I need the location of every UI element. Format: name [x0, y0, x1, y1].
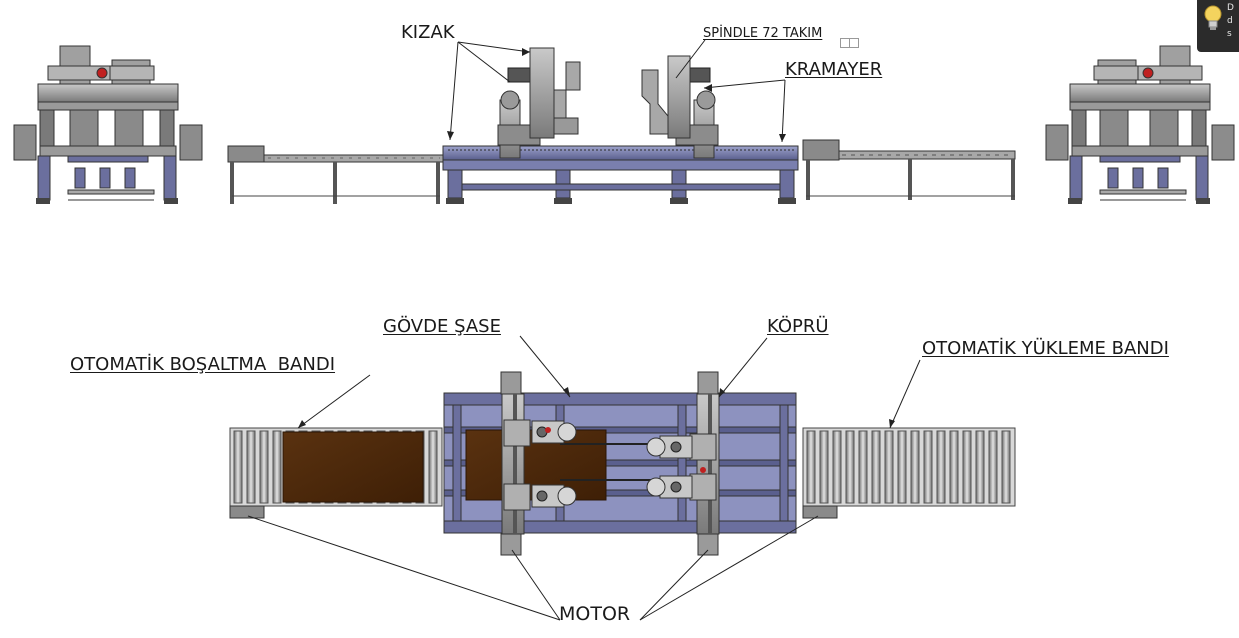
conveyor-roller [272, 430, 282, 504]
conveyor-roller [806, 430, 816, 504]
conveyor-roller [832, 430, 842, 504]
label-govde-sase: GÖVDE ŞASE [383, 316, 501, 337]
side-view [227, 47, 1016, 204]
label-spindle: SPİNDLE 72 TAKIM [703, 26, 823, 41]
label-kizak: KIZAK [401, 22, 455, 43]
conveyor-roller [936, 430, 946, 504]
lightbulb-icon [1204, 5, 1222, 30]
conveyor-roller [819, 430, 829, 504]
left-bridge [500, 371, 577, 556]
conveyor-roller [259, 430, 269, 504]
notification-popup[interactable]: D d s [1197, 0, 1239, 52]
right-bridge [646, 371, 720, 556]
unloading-conveyor [229, 427, 443, 519]
main-frame-top [443, 392, 797, 534]
conveyor-roller [428, 430, 438, 504]
loading-conveyor [802, 427, 1016, 519]
conveyor-roller [1001, 430, 1011, 504]
conveyor-roller [233, 430, 243, 504]
conveyor-roller [897, 430, 907, 504]
conveyor-roller [884, 430, 894, 504]
conveyor-roller [845, 430, 855, 504]
label-yukleme-bandi: OTOMATİK YÜKLEME BANDI [922, 338, 1169, 359]
conveyor-roller [988, 430, 998, 504]
leader-lines [247, 39, 921, 621]
label-kramayer: KRAMAYER [785, 59, 883, 80]
conveyor-roller [923, 430, 933, 504]
conveyor-roller [975, 430, 985, 504]
conveyor-roller [246, 430, 256, 504]
conveyor-roller [858, 430, 868, 504]
conveyor-roller [871, 430, 881, 504]
label-kopru: KÖPRÜ [767, 316, 829, 337]
notification-line: D [1227, 3, 1234, 13]
conveyor-roller [962, 430, 972, 504]
right-end-view [1045, 45, 1235, 204]
label-bosaltma-bandi: OTOMATİK BOŞALTMA BANDI [70, 354, 336, 375]
spindle-marker-boxes [840, 38, 859, 48]
notification-text: D d s [1227, 2, 1234, 41]
notification-line: d [1227, 16, 1233, 26]
conveyor-roller [910, 430, 920, 504]
label-motor: MOTOR [559, 603, 631, 625]
notification-line: s [1227, 29, 1232, 39]
conveyor-roller [949, 430, 959, 504]
left-end-view [13, 45, 203, 204]
